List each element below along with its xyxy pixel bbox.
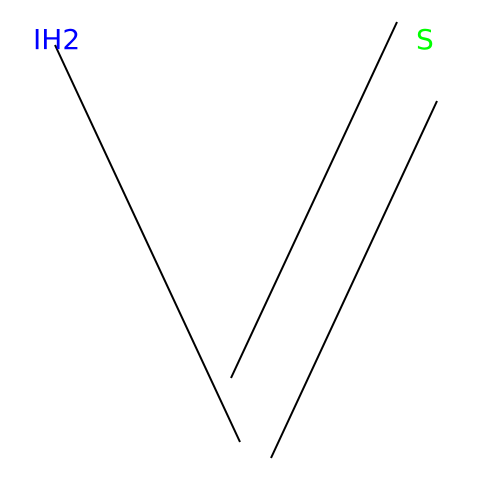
single-bond-left <box>54 44 241 443</box>
atom-label-s: S <box>416 23 434 56</box>
double-bond-lower-line <box>270 100 438 459</box>
double-bond-upper-line <box>230 21 398 379</box>
atom-label-ih2: IH2 <box>33 23 81 56</box>
